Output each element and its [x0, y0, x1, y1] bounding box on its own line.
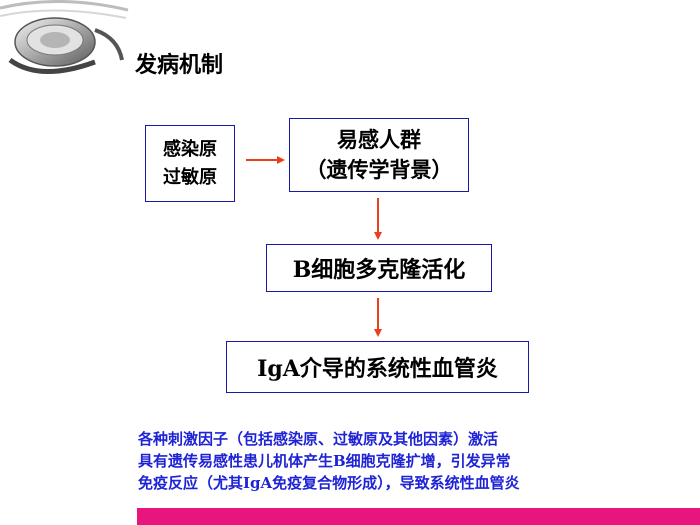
description-line-3: 免疫反应（尤其IgA免疫复合物形成），导致系统性血管炎	[138, 474, 520, 492]
iga-vasculitis-label: IgA介导的系统性血管炎	[257, 356, 498, 382]
allergen-box: 感染原 过敏原	[145, 125, 235, 202]
page-title: 发病机制	[135, 53, 224, 78]
allergen-line-1: 感染原	[163, 138, 217, 160]
iga-vasculitis-box: IgA介导的系统性血管炎	[226, 341, 529, 393]
description-line-1: 各种刺激因子（包括感染原、过敏原及其他因素）激活	[138, 430, 499, 448]
allergen-line-2: 过敏原	[163, 166, 217, 188]
susceptible-population-box: 易感人群 （遗传学背景）	[289, 118, 469, 192]
bottom-accent-bar	[137, 508, 700, 525]
description-line-2: 具有遗传易感性患儿机体产生B细胞克隆扩增，引发异常	[138, 452, 511, 470]
b-cell-activation-label: B细胞多克隆活化	[292, 257, 466, 283]
susceptible-line-2: （遗传学背景）	[305, 157, 453, 182]
stethoscope-icon	[0, 0, 129, 74]
b-cell-activation-box: B细胞多克隆活化	[266, 244, 492, 292]
mechanism-description: 各种刺激因子（包括感染原、过敏原及其他因素）激活 具有遗传易感性患儿机体产生B细…	[138, 428, 628, 494]
susceptible-line-1: 易感人群	[337, 127, 421, 152]
